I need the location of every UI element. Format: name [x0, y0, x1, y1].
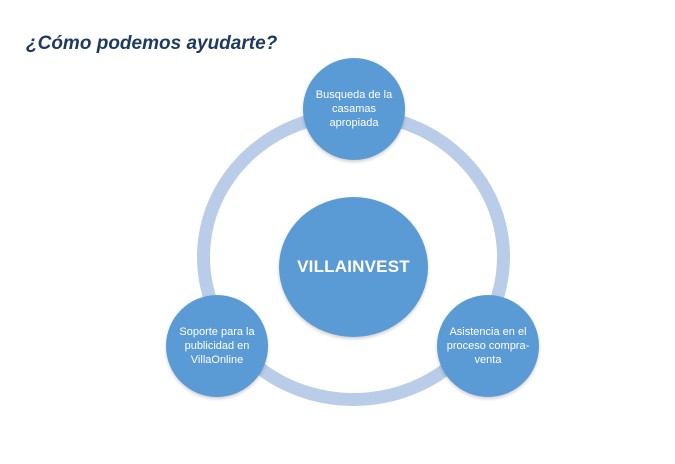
node-buy-sell-assistance: Asistencia en el proceso compra-venta: [437, 295, 539, 397]
node-search-property: Busqueda de la casamas apropiada: [303, 58, 405, 160]
center-node: VILLAINVEST: [279, 197, 428, 337]
center-node-label: VILLAINVEST: [297, 257, 410, 276]
node-advertising-support: Soporte para la publicidad en VillaOnlin…: [166, 295, 268, 397]
node-buy-sell-assistance-label: Asistencia en el proceso compra-venta: [446, 326, 530, 366]
page-title: ¿Cómo podemos ayudarte?: [26, 33, 278, 54]
node-advertising-support-label: Soporte para la publicidad en VillaOnlin…: [179, 326, 255, 366]
node-search-property-label: Busqueda de la casamas apropiada: [315, 89, 393, 129]
